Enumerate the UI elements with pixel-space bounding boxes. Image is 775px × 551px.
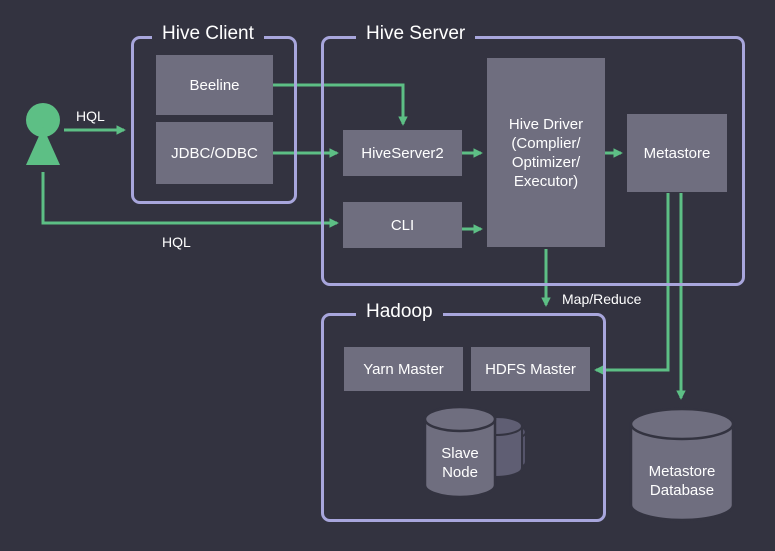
edge-metastore-to-hdfs [594, 193, 670, 375]
metastore-database-line-1: Metastore [648, 463, 716, 480]
slave-node-line-2: Node [442, 464, 478, 481]
slave-node-stack [423, 405, 527, 499]
edge-user-to-cli [41, 172, 339, 228]
beeline-box: Beeline [156, 55, 273, 115]
hive-driver-box: Hive Driver (Complier/ Optimizer/ Execut… [487, 58, 605, 247]
user-icon [26, 103, 60, 165]
hive-driver-line-3: Optimizer/ [511, 153, 581, 171]
hive-client-title: Hive Client [152, 23, 264, 45]
yarn-master-box: Yarn Master [344, 347, 463, 391]
metastore-database-label: Metastore Database [631, 462, 733, 500]
hive-server-title: Hive Server [356, 23, 476, 45]
edge-beeline-to-hiveserver2 [273, 83, 408, 126]
hql-top-label: HQL [76, 108, 105, 124]
hql-bottom-label: HQL [162, 234, 191, 250]
map-reduce-label: Map/Reduce [562, 291, 642, 307]
hadoop-group [321, 313, 606, 522]
hdfs-master-box: HDFS Master [471, 347, 590, 391]
hive-server-group [321, 36, 745, 286]
hive-driver-line-4: Executor) [513, 172, 579, 190]
slave-node-label: Slave Node [425, 444, 495, 482]
metastore-database-line-2: Database [649, 482, 715, 499]
slave-node-line-1: Slave [441, 445, 479, 462]
metastore-database-cylinder [629, 407, 735, 522]
hiveserver2-box: HiveServer2 [343, 130, 462, 176]
hadoop-title: Hadoop [356, 301, 443, 323]
metastore-box: Metastore [627, 114, 727, 192]
jdbc-odbc-box: JDBC/ODBC [156, 122, 273, 184]
hive-driver-line-1: Hive Driver [508, 115, 584, 133]
cli-box: CLI [343, 202, 462, 248]
hive-driver-line-2: (Complier/ [511, 134, 581, 152]
